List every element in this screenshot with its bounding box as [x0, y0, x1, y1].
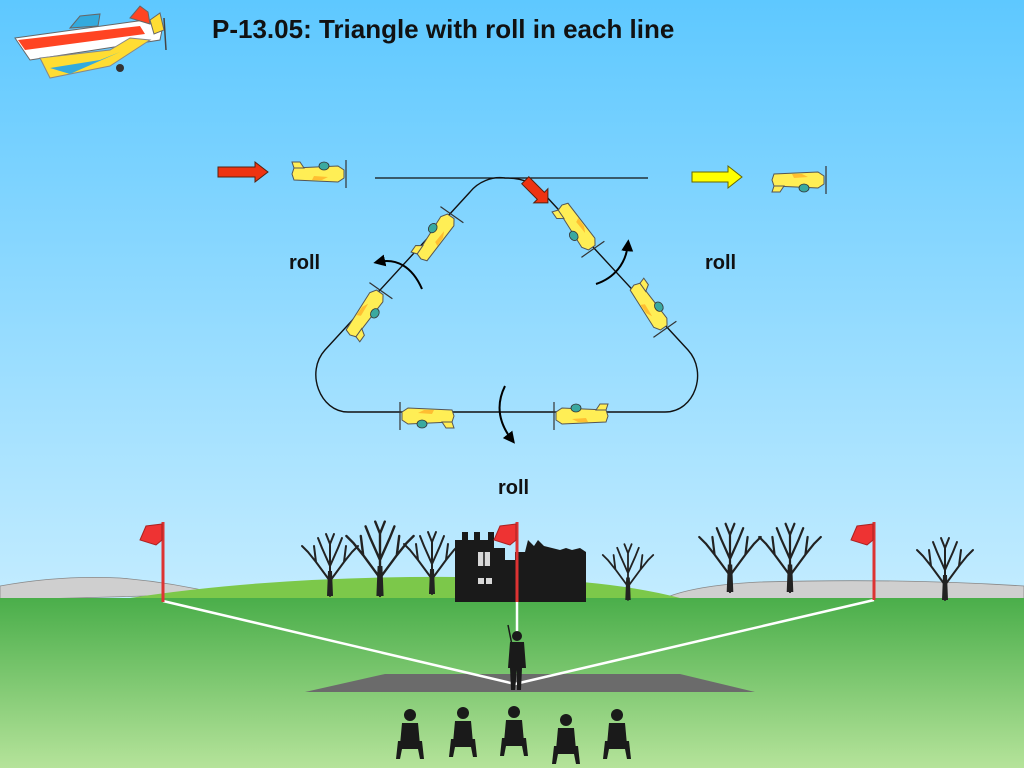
apex-direction-arrow-icon [521, 176, 549, 204]
roll-arrow-right-icon [595, 239, 634, 285]
aerobatic-plane-icon [14, 5, 167, 79]
sky [0, 0, 1024, 600]
flag-left [139, 522, 165, 602]
roll-arrow-left-icon [373, 254, 423, 290]
pilot-figure [507, 624, 526, 690]
castle-ruin-icon [455, 532, 586, 602]
roll-label-bottom: roll [498, 477, 530, 499]
roll-arrow-bottom-icon [498, 385, 515, 444]
sight-lines [162, 598, 875, 686]
runway [305, 674, 755, 692]
flag-center [493, 522, 519, 602]
roll-label-left: roll [289, 252, 321, 274]
hill-right [669, 580, 1024, 601]
flag-right [850, 522, 876, 600]
exit-arrow-icon [691, 164, 743, 190]
roll-label-right: roll [705, 252, 737, 274]
entry-arrow-icon [217, 160, 269, 184]
page-title: P-13.05: Triangle with roll in each line [212, 14, 675, 44]
